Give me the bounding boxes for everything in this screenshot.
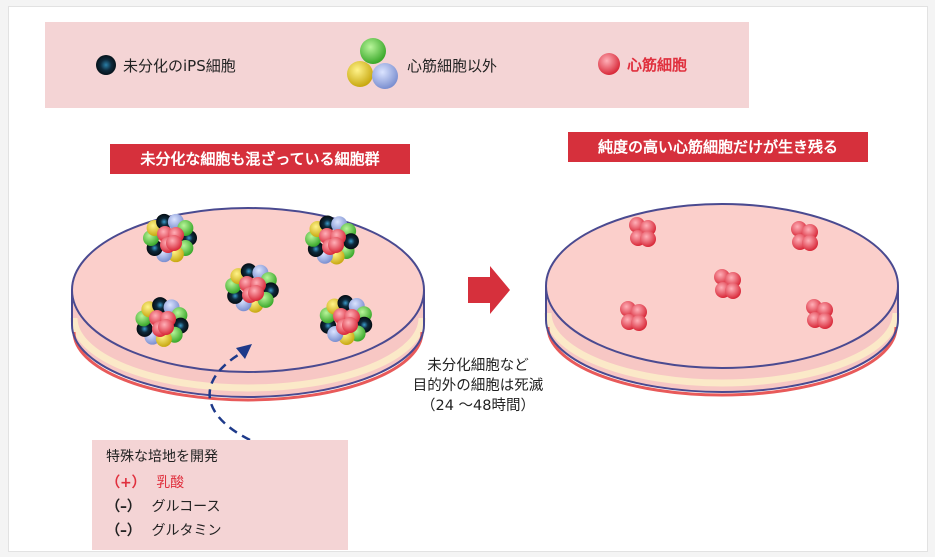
mixed-cluster xyxy=(135,297,189,347)
mixed-cluster xyxy=(225,263,279,313)
medium-title: 特殊な培地を開発 xyxy=(106,449,218,465)
cardiomyocyte-cell xyxy=(817,313,833,329)
right-arrow-icon xyxy=(468,266,510,314)
cardio-cluster xyxy=(629,217,656,247)
left-banner: 未分化な細胞も混ざっている細胞群 xyxy=(110,144,410,174)
legend-cardio: 心筋細胞 xyxy=(597,52,687,76)
cardiomyocyte-cell xyxy=(631,315,647,331)
mixed-cell-clusters xyxy=(135,213,373,347)
mixed-cluster xyxy=(305,215,359,265)
undiff-cell xyxy=(156,213,173,230)
non-cardio-cluster-icon xyxy=(347,38,398,89)
legend-cardio-label: 心筋細胞 xyxy=(627,55,688,74)
cardiomyocyte-cell xyxy=(158,319,174,335)
cardiomyocyte-cell xyxy=(640,231,656,247)
cardio-cluster xyxy=(714,269,741,299)
undiff-cell-icon xyxy=(96,55,116,75)
culture-medium-box: 特殊な培地を開発 （+） 乳酸 （–） グルコース （–） グルタミン xyxy=(92,440,348,550)
medium-row1-sign: （+） xyxy=(106,475,146,491)
death-note-line1: 未分化細胞など xyxy=(427,358,529,374)
legend-non-cardio-label: 心筋細胞以外 xyxy=(407,56,498,75)
death-note-line2: 目的外の細胞は死滅 xyxy=(412,378,544,394)
cardiomyocyte-cell xyxy=(817,302,833,318)
medium-row2-text: グルコース xyxy=(151,499,221,515)
undiff-cell xyxy=(342,233,359,250)
medium-row3-text: グルタミン xyxy=(151,523,222,539)
mixed-cluster xyxy=(319,295,373,345)
medium-row-glucose: （–） グルコース xyxy=(106,496,220,516)
cardiomyocyte-clusters xyxy=(620,217,833,331)
mixed-cluster xyxy=(143,213,197,263)
medium-row1-text: 乳酸 xyxy=(156,475,185,491)
death-note-line3: （24 ～48時間） xyxy=(420,398,535,414)
cardiomyocyte-cell xyxy=(328,237,344,253)
dashed-curve-arrow xyxy=(208,350,251,442)
medium-row-glutamine: （–） グルタミン xyxy=(106,520,221,540)
right-banner: 純度の高い心筋細胞だけが生き残る xyxy=(568,132,868,162)
cardiomyocyte-cell xyxy=(248,285,264,301)
cardiomyocyte-cell xyxy=(166,235,182,251)
death-note: 未分化細胞など 目的外の細胞は死滅 （24 ～48時間） xyxy=(378,356,578,416)
medium-row2-sign: （–） xyxy=(106,499,141,515)
cardiomyocyte-cell xyxy=(631,304,647,320)
cardio-cluster xyxy=(791,221,818,251)
cardiomyocyte-cell xyxy=(725,283,741,299)
legend-undiff-label: 未分化のiPS細胞 xyxy=(123,56,236,75)
legend: 未分化のiPS細胞 心筋細胞以外 心筋細胞 xyxy=(45,22,749,108)
cardiomyocyte-cell xyxy=(342,317,358,333)
undiff-cell xyxy=(319,215,336,232)
cardiomyocyte-icon xyxy=(598,53,620,75)
cardiomyocyte-cell xyxy=(802,235,818,251)
cardio-cluster xyxy=(806,299,833,329)
medium-row3-sign: （–） xyxy=(106,523,141,539)
cardiomyocyte-cell xyxy=(640,220,656,236)
right-petri-dish xyxy=(544,203,900,397)
cardiomyocyte-cell xyxy=(802,224,818,240)
undiff-cell xyxy=(240,263,257,280)
cardiomyocyte-cell xyxy=(725,272,741,288)
legend-undiff: 未分化のiPS細胞 xyxy=(95,54,236,76)
dashed-arrow-head-icon xyxy=(236,344,252,359)
legend-non-cardio: 心筋細胞以外 xyxy=(345,36,497,94)
medium-row-lactate: （+） 乳酸 xyxy=(106,472,184,492)
cardio-cluster xyxy=(620,301,647,331)
